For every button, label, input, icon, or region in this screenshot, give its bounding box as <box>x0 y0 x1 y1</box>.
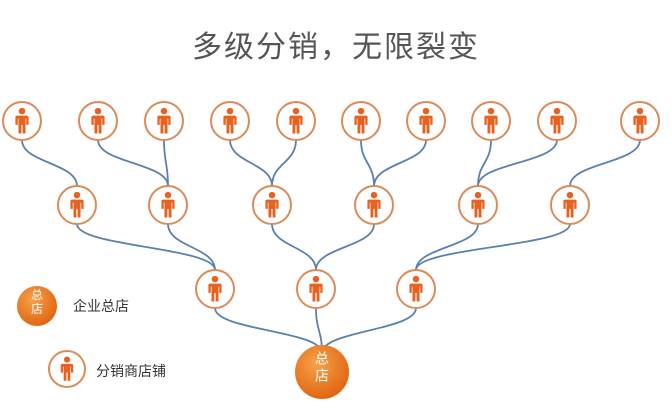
tree-link <box>76 223 216 271</box>
tree-link <box>315 223 375 271</box>
store-node <box>276 101 316 141</box>
tree-links <box>21 139 641 354</box>
store-node <box>252 185 292 225</box>
store-node <box>537 101 577 141</box>
tree-link <box>214 307 323 354</box>
tree-nodes: 总店 <box>2 101 660 399</box>
store-node <box>406 101 446 141</box>
store-node <box>144 101 184 141</box>
hq-glyph: 店 <box>31 302 43 316</box>
tree-link <box>271 139 297 187</box>
tree-link <box>21 139 78 187</box>
tree-link <box>415 223 479 271</box>
store-node <box>396 269 436 309</box>
hq-glyph: 总 <box>315 352 329 368</box>
legend-hq-marker: 总店 <box>17 286 57 326</box>
hq-node: 总店 <box>295 345 349 399</box>
store-node <box>57 185 97 225</box>
store-node <box>550 185 590 225</box>
tree-link <box>415 223 571 271</box>
hq-badge-icon <box>295 345 349 399</box>
legend-store-marker <box>48 350 86 388</box>
tree-link <box>569 139 641 187</box>
store-node <box>458 185 498 225</box>
tree-link <box>360 139 375 187</box>
page-title: 多级分销，无限裂变 <box>192 30 480 65</box>
tree-link <box>271 223 317 271</box>
legend-store-label: 分销商店铺 <box>96 364 166 380</box>
store-node <box>78 101 118 141</box>
hq-badge-icon <box>17 286 57 326</box>
tree-link <box>167 223 216 271</box>
store-node <box>210 101 250 141</box>
store-node <box>195 269 235 309</box>
tree-link <box>229 139 273 187</box>
tree-link <box>477 139 492 187</box>
store-node <box>296 269 336 309</box>
store-node <box>341 101 381 141</box>
store-node <box>148 185 188 225</box>
tree-link <box>477 139 558 187</box>
tree-link <box>97 139 169 187</box>
tree-link <box>163 139 169 187</box>
tree-link <box>373 139 427 187</box>
tree-link <box>321 307 417 354</box>
legend: 总店 <box>17 286 86 388</box>
store-node <box>2 101 42 141</box>
store-node <box>620 101 660 141</box>
hq-glyph: 店 <box>315 368 329 384</box>
hq-glyph: 总 <box>31 288 43 302</box>
store-node <box>354 185 394 225</box>
legend-hq-label: 企业总店 <box>73 299 129 315</box>
store-node <box>471 101 511 141</box>
